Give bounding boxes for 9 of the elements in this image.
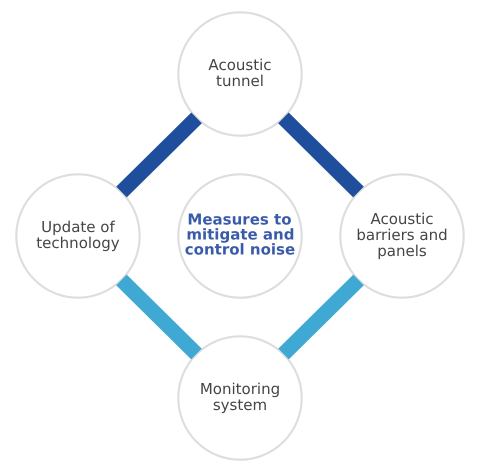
connector — [278, 274, 364, 360]
node-circle: Update of technology — [15, 173, 141, 299]
connector — [116, 274, 202, 360]
node-circle: Acoustic barriers and panels — [339, 173, 465, 299]
node-circle: Acoustic tunnel — [177, 11, 303, 137]
node-circle: Monitoring system — [177, 335, 303, 461]
node-circle: Measures to mitigate and control noise — [177, 173, 303, 299]
connector — [278, 112, 364, 198]
connector — [116, 112, 202, 198]
